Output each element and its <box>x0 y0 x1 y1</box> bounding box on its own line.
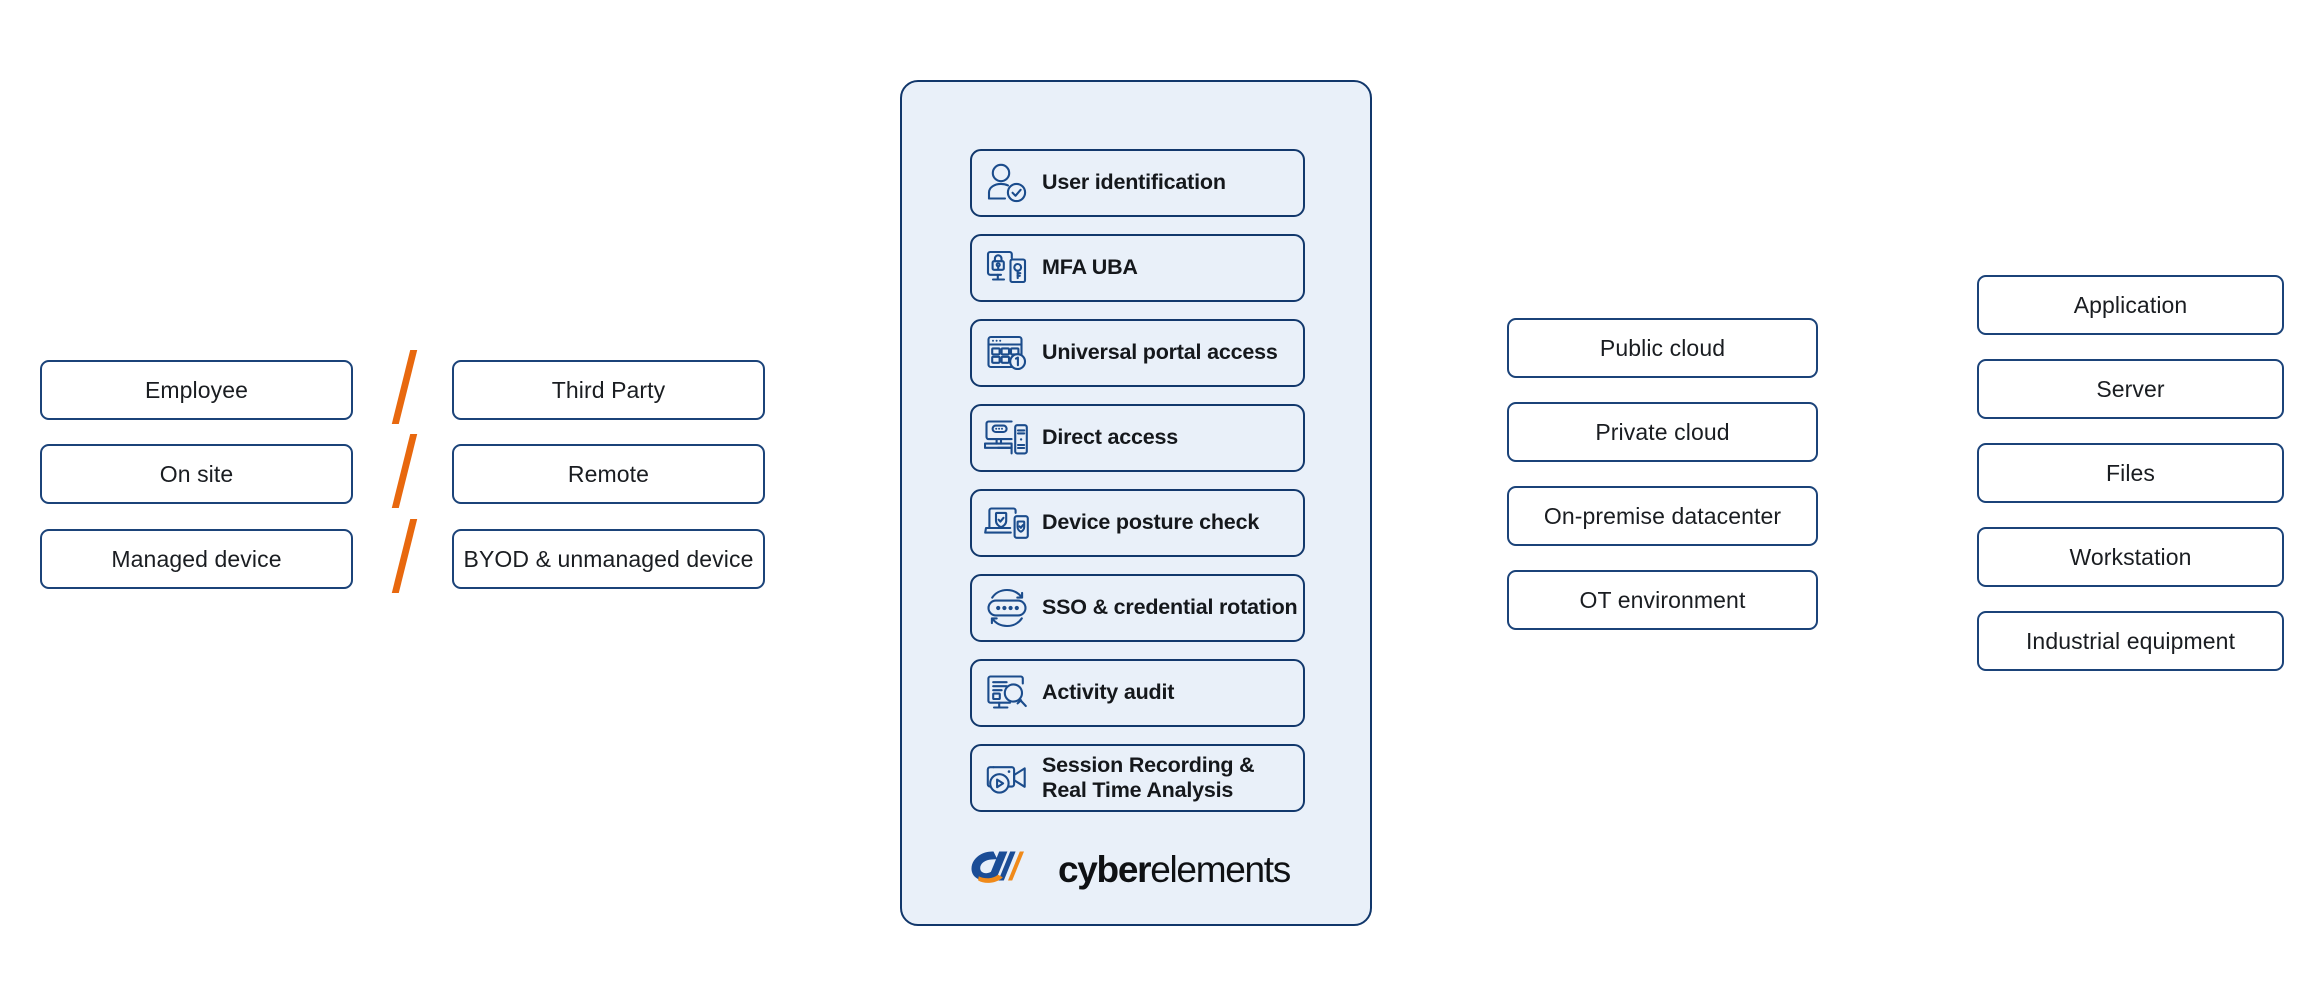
feature-label: Device posture check <box>1042 510 1260 535</box>
feature-label: SSO & credential rotation <box>1042 595 1298 620</box>
user-check-icon <box>982 158 1032 208</box>
feature-card-sso-credential-rotation[interactable]: SSO & credential rotation <box>970 574 1305 642</box>
box-label: Files <box>2105 459 2156 486</box>
box-label: BYOD & unmanaged device <box>463 545 754 572</box>
box-public-cloud[interactable]: Public cloud <box>1507 318 1818 378</box>
credential-rotation-icon <box>982 583 1032 633</box>
portal-grid-icon <box>982 328 1032 378</box>
feature-label: Direct access <box>1042 425 1179 450</box>
feature-card-universal-portal-access[interactable]: Universal portal access <box>970 319 1305 387</box>
box-label: Industrial equipment <box>2025 627 2236 654</box>
cyberelements-logo-mark <box>966 846 1044 895</box>
box-byod-unmanaged-device[interactable]: BYOD & unmanaged device <box>452 529 765 589</box>
box-on-premise-datacenter[interactable]: On-premise datacenter <box>1507 486 1818 546</box>
box-label: On site <box>159 460 234 487</box>
box-label: Application <box>2073 291 2188 318</box>
box-server[interactable]: Server <box>1977 359 2284 419</box>
audit-magnifier-icon <box>982 668 1032 718</box>
wordmark-elements: elements <box>1150 849 1291 890</box>
box-files[interactable]: Files <box>1977 443 2284 503</box>
box-remote[interactable]: Remote <box>452 444 765 504</box>
feature-card-direct-access[interactable]: Direct access <box>970 404 1305 472</box>
separator-slash-3 <box>391 519 418 593</box>
laptop-shield-icon <box>982 498 1032 548</box>
feature-card-device-posture-check[interactable]: Device posture check <box>970 489 1305 557</box>
desktop-server-icon <box>982 413 1032 463</box>
feature-label: Universal portal access <box>1042 340 1278 365</box>
box-employee[interactable]: Employee <box>40 360 353 420</box>
cyberelements-logo: cyberelements <box>966 840 1306 900</box>
box-label: Remote <box>567 460 650 487</box>
box-on-site[interactable]: On site <box>40 444 353 504</box>
lock-key-icon <box>982 243 1032 293</box>
feature-label: MFA UBA <box>1042 255 1138 280</box>
box-label: On-premise datacenter <box>1543 502 1782 529</box>
separator-slash-2 <box>391 434 418 508</box>
feature-card-user-identification[interactable]: User identification <box>970 149 1305 217</box>
cyberelements-wordmark: cyberelements <box>1058 849 1291 891</box>
video-record-icon <box>982 753 1032 803</box>
feature-card-activity-audit[interactable]: Activity audit <box>970 659 1305 727</box>
feature-label: Activity audit <box>1042 680 1175 705</box>
box-label: Private cloud <box>1595 418 1730 445</box>
box-application[interactable]: Application <box>1977 275 2284 335</box>
box-label: OT environment <box>1579 586 1746 613</box>
feature-label: Session Recording & Real Time Analysis <box>1042 752 1255 802</box>
box-industrial-equipment[interactable]: Industrial equipment <box>1977 611 2284 671</box>
box-private-cloud[interactable]: Private cloud <box>1507 402 1818 462</box>
box-label: Public cloud <box>1599 334 1726 361</box>
box-label: Managed device <box>111 545 282 572</box>
feature-card-session-recording[interactable]: Session Recording & Real Time Analysis <box>970 744 1305 812</box>
box-label: Employee <box>144 376 249 403</box>
box-managed-device[interactable]: Managed device <box>40 529 353 589</box>
box-ot-environment[interactable]: OT environment <box>1507 570 1818 630</box>
box-workstation[interactable]: Workstation <box>1977 527 2284 587</box>
feature-card-mfa-uba[interactable]: MFA UBA <box>970 234 1305 302</box>
platform-panel: User identification <box>900 80 1372 926</box>
feature-label: User identification <box>1042 170 1226 195</box>
box-third-party[interactable]: Third Party <box>452 360 765 420</box>
box-label: Server <box>2096 375 2165 402</box>
box-label: Workstation <box>2069 543 2192 570</box>
box-label: Third Party <box>551 376 666 403</box>
separator-slash-1 <box>391 350 418 424</box>
wordmark-cyber: cyber <box>1058 849 1152 890</box>
